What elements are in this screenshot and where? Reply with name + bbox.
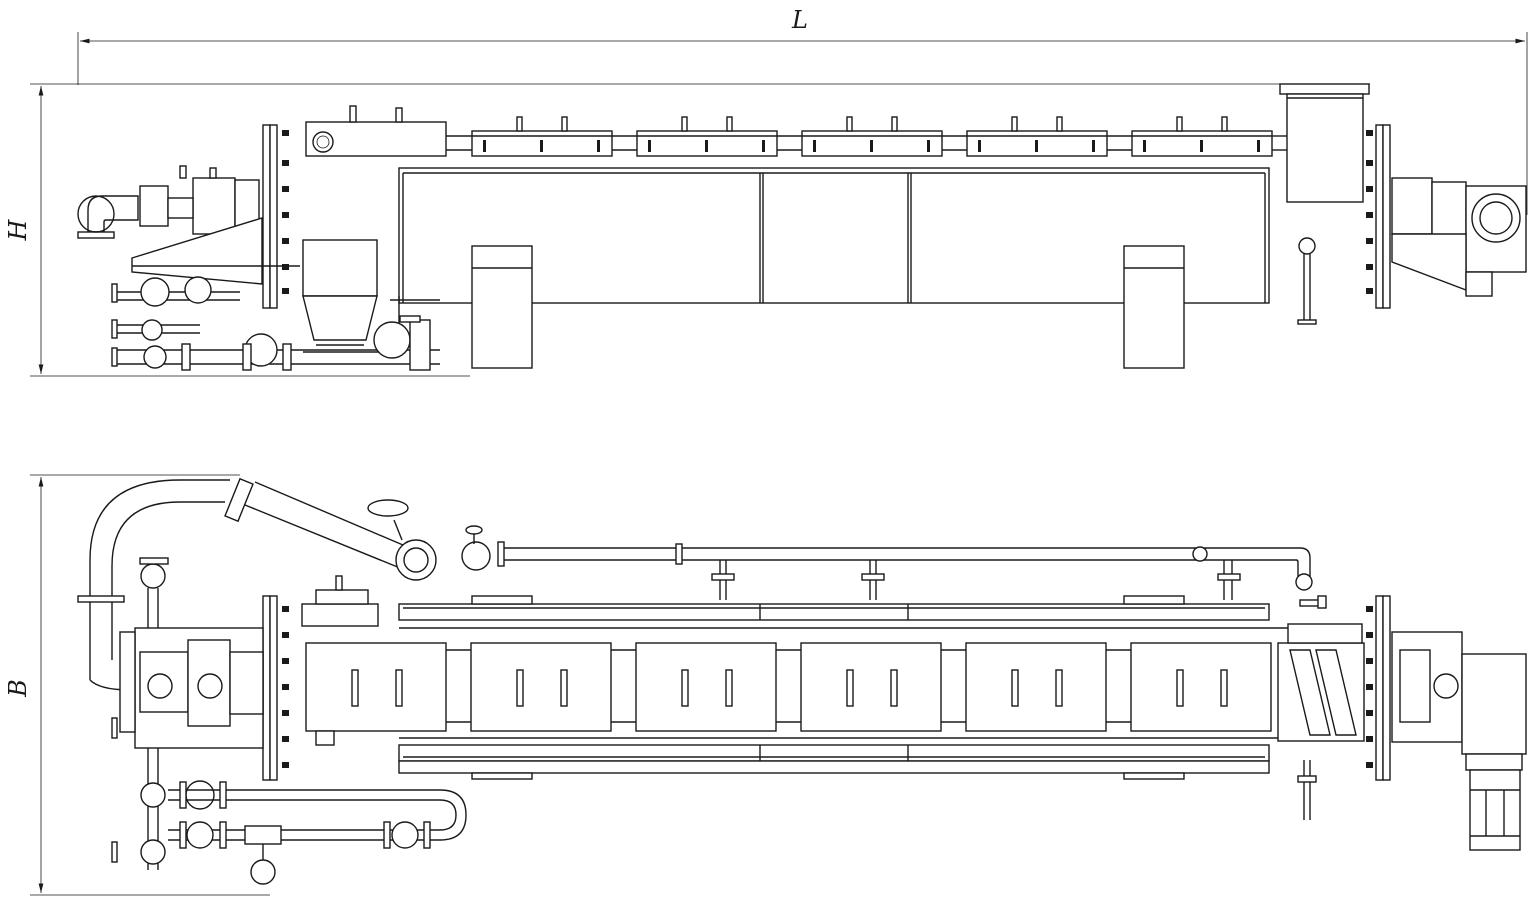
right-gearmotor-plan: [1391, 631, 1527, 851]
discharge-chute: [1279, 83, 1370, 203]
side-elevation-view: [77, 83, 1527, 371]
length-label: L: [791, 6, 808, 34]
right-flange-plan: [1366, 595, 1391, 781]
right-gearmotor: [1391, 177, 1527, 297]
width-label: B: [4, 679, 32, 698]
right-flange: [1366, 124, 1391, 309]
steam-inlet-elbow: [77, 195, 139, 239]
dimension-height: H: [4, 83, 1370, 377]
top-cover-plates: [305, 105, 1288, 157]
dimension-width: B: [4, 474, 270, 896]
curved-steam-pipe: [77, 477, 491, 691]
height-label: H: [4, 218, 32, 241]
dimension-length: L: [77, 6, 1528, 215]
plan-view: [77, 477, 1527, 885]
inspection-covers: [305, 642, 1272, 746]
left-bearing-plan: [119, 627, 264, 749]
top-steam-line: [497, 541, 1313, 600]
left-valve-manifold: [111, 276, 440, 371]
left-bearing-unit: [131, 165, 300, 285]
left-flange-plan: [262, 595, 289, 781]
left-flange: [262, 124, 289, 309]
screw-discharge: [1277, 595, 1365, 820]
left-valves-plan: [111, 557, 467, 885]
trough-plan: [301, 575, 1290, 780]
support-legs: [471, 245, 1185, 369]
right-sample-valve: [1297, 237, 1317, 325]
